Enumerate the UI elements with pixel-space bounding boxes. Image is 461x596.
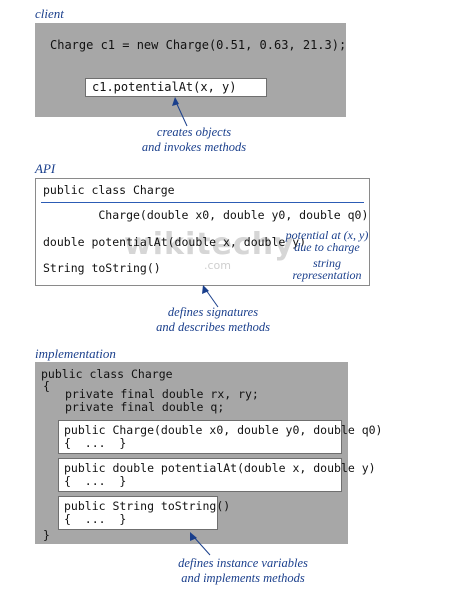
api-note-line1: defines signatures [167,305,259,319]
api-desc-toString-line1: string [312,256,341,270]
client-label: client [35,6,64,21]
client-panel: Charge c1 = new Charge(0.51, 0.63, 21.3)… [35,23,346,117]
impl-method-potentialAt: public double potentialAt(double x, doub… [58,458,376,492]
api-desc-potentialAt: potential at (x, y) due to charge [284,229,370,253]
implementation-panel: public class Charge { private final doub… [35,362,383,544]
api-desc-potentialAt-line2: due to charge [294,240,360,254]
api-row-potentialAt: double potentialAt(double x, double y) [43,235,307,249]
api-label: API [35,161,56,176]
api-desc-potentialAt-line1: potential at (x, y) [285,228,369,242]
implementation-note-line1: defines instance variables [178,556,308,570]
api-box: public class Charge wikitechy .com Charg… [35,178,370,286]
client-note-line1: creates objects [156,125,232,139]
api-desc-toString: string representation [284,257,370,281]
impl-field-rx-ry: private final double rx, ry; [65,387,259,401]
api-row-toString: String toString() [43,261,161,275]
impl-open-brace: { [43,379,50,393]
client-call-box: c1.potentialAt(x, y) [85,78,267,97]
impl-method-toString-sig: public String toString() [64,499,231,513]
impl-method-potentialAt-sig: public double potentialAt(double x, doub… [64,461,376,475]
impl-method-toString: public String toString() { ... } [58,496,230,530]
client-note-line2: and invokes methods [141,140,247,154]
client-code-line: Charge c1 = new Charge(0.51, 0.63, 21.3)… [50,38,347,52]
api-header: public class Charge [43,183,175,197]
impl-field-q: private final double q; [65,400,225,414]
client-note: creates objects and invokes methods [124,125,264,155]
implementation-note: defines instance variables and implement… [158,556,328,586]
impl-method-constructor: public Charge(double x0, double y0, doub… [58,420,383,454]
impl-method-toString-body: { ... } [64,512,127,526]
client-call-text: c1.potentialAt(x, y) [92,80,237,94]
impl-close-brace: } [43,528,50,542]
impl-method-potentialAt-body: { ... } [64,474,127,488]
impl-method-constructor-sig: public Charge(double x0, double y0, doub… [64,423,383,437]
api-note-line2: and describes methods [156,320,270,334]
impl-class-line: public class Charge [41,367,173,381]
implementation-label: implementation [35,346,116,361]
watermark-suffix: .com [204,259,231,272]
watermark-logo: wikitechy [124,227,295,262]
api-rule [41,202,364,203]
api-row-constructor: Charge(double x0, double y0, double q0) [43,208,369,222]
api-desc-toString-line2: representation [292,268,362,282]
impl-method-constructor-body: { ... } [64,436,127,450]
api-note: defines signatures and describes methods [140,305,286,335]
implementation-note-line2: and implements methods [181,571,305,585]
